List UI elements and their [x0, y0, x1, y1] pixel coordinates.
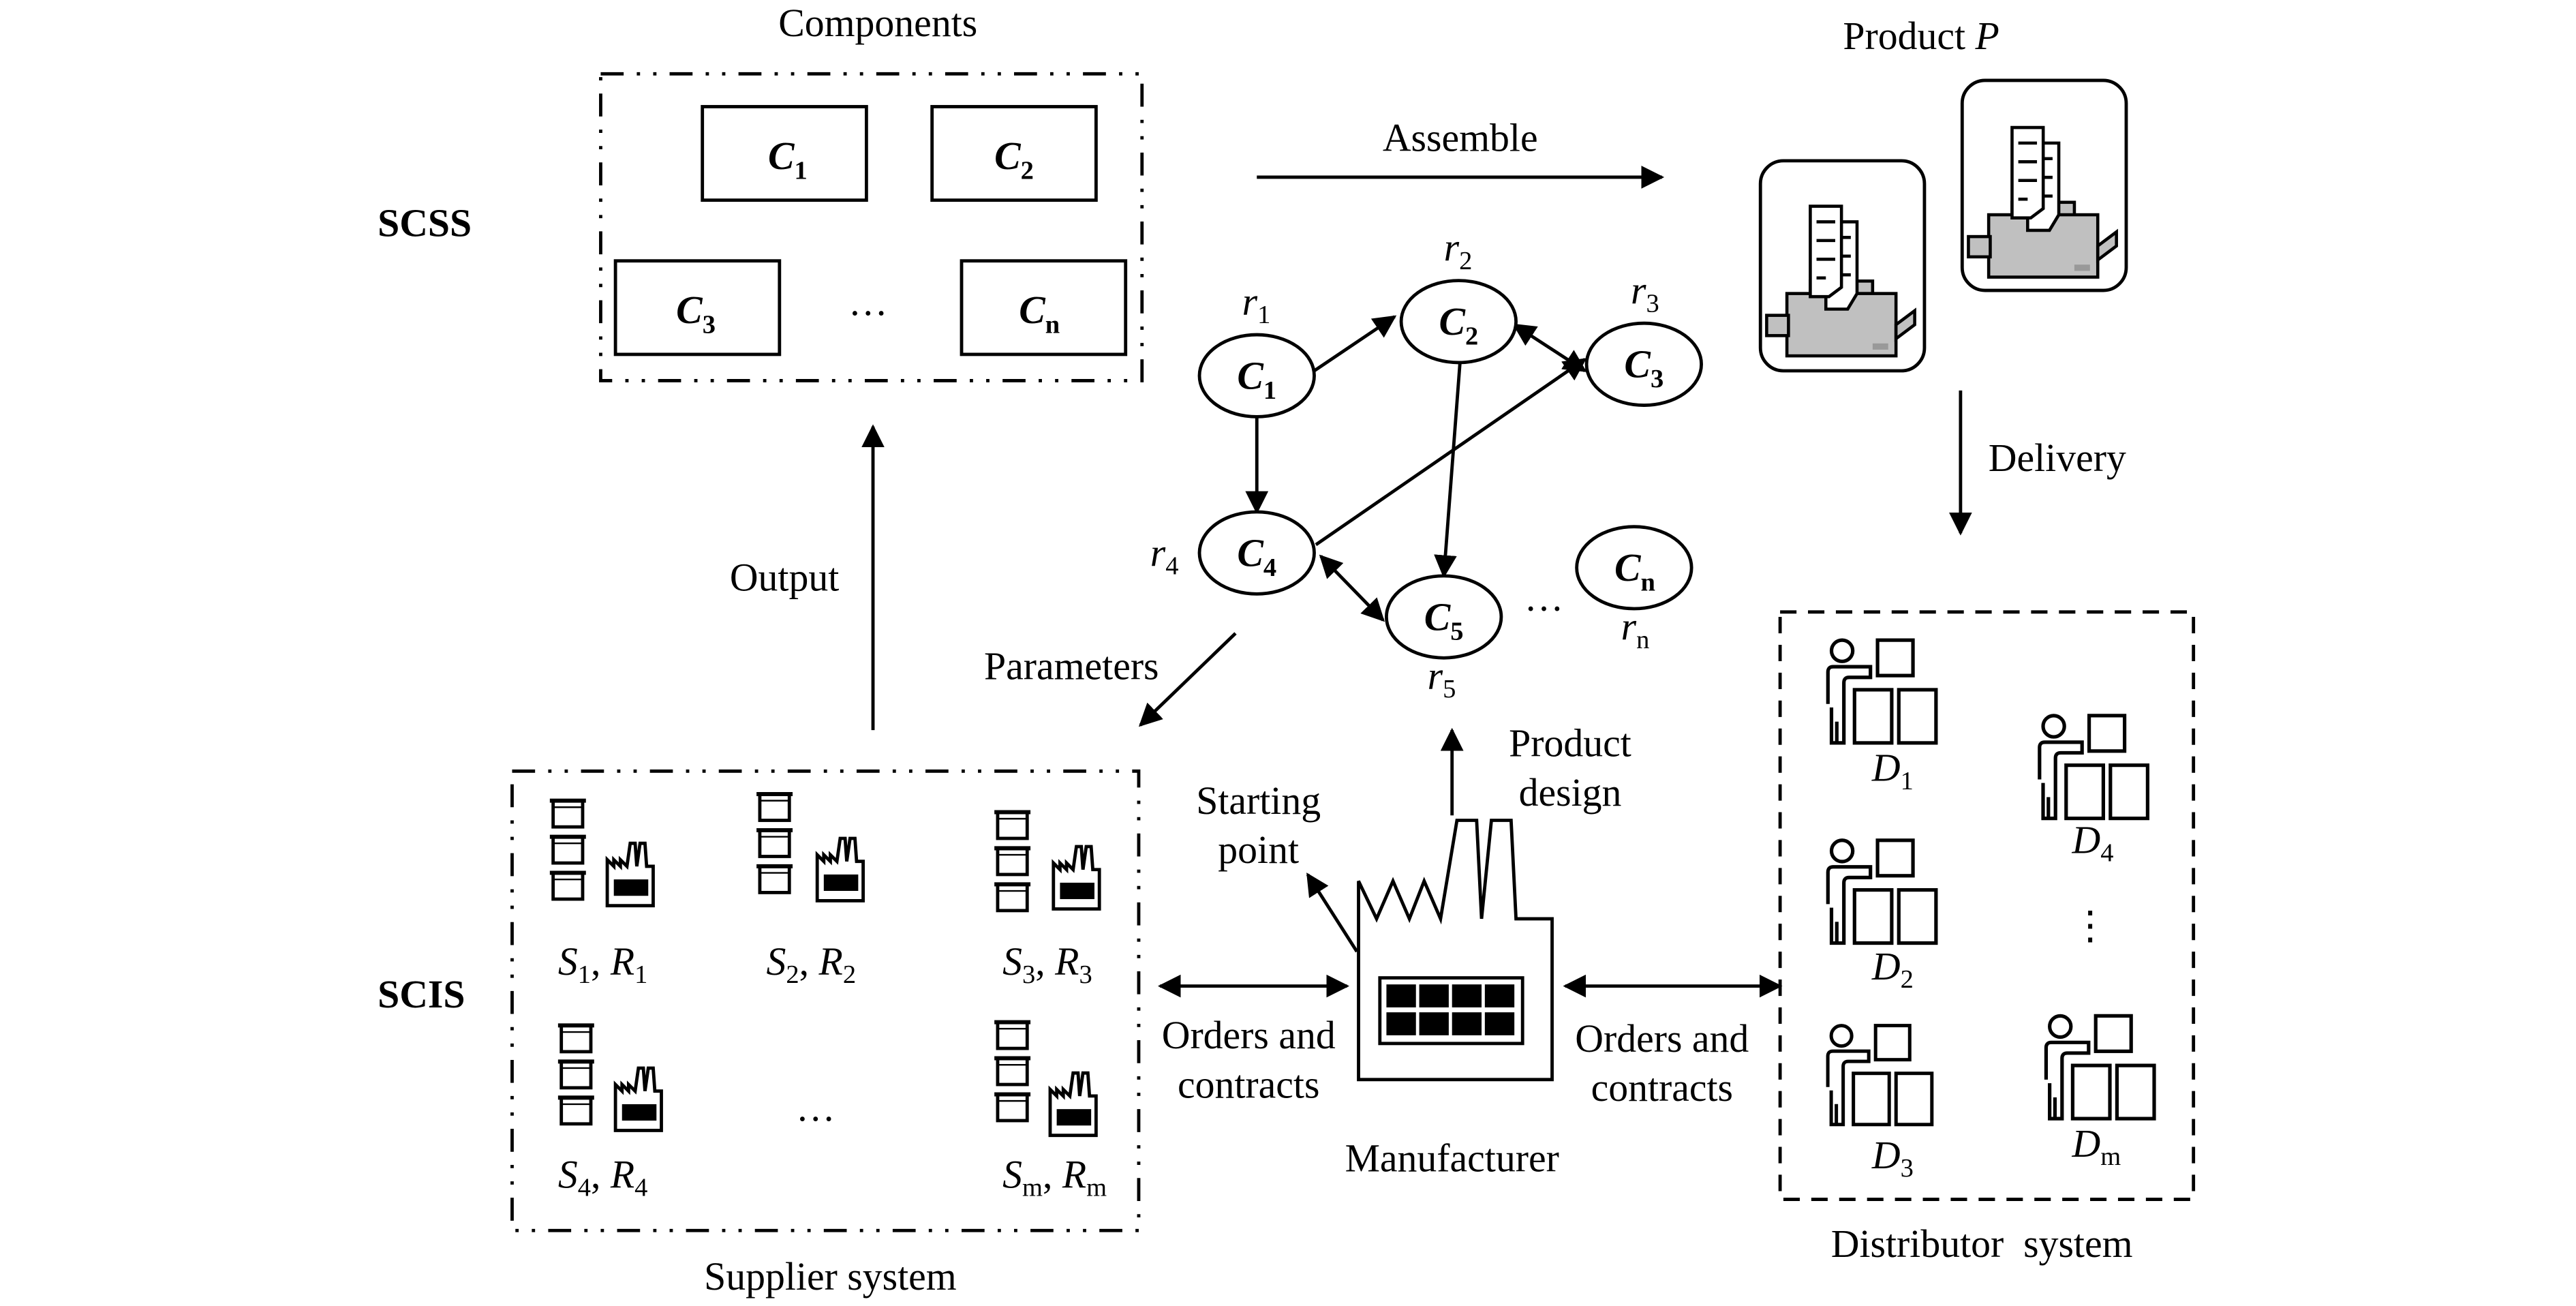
parameters-arrow	[1138, 632, 1237, 727]
crates-icon	[558, 1025, 594, 1123]
svg-text:r2: r2	[1444, 227, 1473, 275]
distributor-d2[interactable]: D2	[1828, 840, 1936, 994]
manufacturer[interactable]: Manufacturer	[1345, 819, 1559, 1181]
svg-text:r1: r1	[1242, 281, 1271, 329]
svg-text:D2: D2	[1871, 945, 1914, 994]
distributor-icon	[2046, 1016, 2154, 1119]
factory-icon	[1357, 819, 1554, 1082]
output-label: Output	[730, 557, 839, 600]
svg-text:C3: C3	[1624, 344, 1663, 393]
svg-text:C2: C2	[1439, 301, 1478, 350]
product-card-1[interactable]	[1758, 159, 1927, 373]
svg-text:S3, R3: S3, R3	[1002, 941, 1092, 989]
distributor-icon	[1828, 1026, 1932, 1125]
assemble-label: Assemble	[1383, 117, 1538, 160]
distributor-d4[interactable]: D4	[2040, 716, 2148, 868]
component-box-c1[interactable]: C1	[701, 105, 868, 202]
components-title: Components	[778, 2, 977, 45]
svg-text:S1, R1: S1, R1	[558, 941, 648, 989]
crates-icon	[994, 1022, 1030, 1121]
svg-text:D1: D1	[1871, 747, 1914, 795]
edge-c4-c5	[1319, 554, 1385, 622]
network-node-cn[interactable]: Cn rn	[1575, 525, 1693, 654]
distributor-icon	[2040, 716, 2148, 819]
distributor-ellipsis: ⋮	[2070, 905, 2110, 947]
factory-icon	[615, 1068, 661, 1130]
svg-text:C3: C3	[676, 289, 716, 339]
network-node-c1[interactable]: C1 r1	[1197, 281, 1316, 419]
parameters-label: Parameters	[984, 646, 1159, 688]
supplier-system-panel	[510, 769, 1141, 1232]
distributor-system-panel	[1778, 610, 2196, 1201]
svg-text:S4, R4: S4, R4	[558, 1154, 648, 1202]
factory-icon	[1050, 1073, 1096, 1135]
svg-text:Sm, Rm: Sm, Rm	[1002, 1154, 1107, 1202]
svg-text:Cn: Cn	[1614, 547, 1655, 596]
component-box-cn[interactable]: Cn	[960, 259, 1128, 356]
distributor-d1[interactable]: D1	[1828, 640, 1936, 795]
product-title: Product P	[1843, 15, 1999, 58]
distributor-dm[interactable]: Dm	[2046, 1016, 2154, 1171]
scss-label: SCSS	[378, 202, 472, 245]
network-node-c3[interactable]: C3 r3	[1584, 269, 1703, 407]
distributor-icon	[1828, 840, 1936, 943]
supplier-system-title: Supplier system	[704, 1256, 957, 1299]
supplier-sm[interactable]: Sm, Rm	[994, 1022, 1107, 1202]
svg-text:r4: r4	[1150, 532, 1179, 580]
edge-c2-c3	[1512, 323, 1587, 373]
edge-c2-c5	[1434, 359, 1462, 579]
factory-icon	[817, 838, 863, 900]
distributor-system-title: Distributor system	[1831, 1223, 2133, 1266]
svg-text:D3: D3	[1871, 1134, 1914, 1183]
network-node-c5[interactable]: C5 r5	[1385, 574, 1503, 703]
components-panel	[599, 72, 1144, 382]
component-box-c2[interactable]: C2	[930, 105, 1098, 202]
svg-text:D4: D4	[2072, 819, 2114, 868]
svg-text:C1: C1	[768, 135, 808, 185]
distributor-icon	[1828, 640, 1936, 743]
svg-text:rn: rn	[1621, 606, 1650, 654]
svg-text:C4: C4	[1237, 532, 1276, 581]
supplier-s3[interactable]: S3, R3	[994, 812, 1099, 989]
svg-text:r3: r3	[1631, 269, 1659, 318]
edge-c4-c3	[1315, 358, 1587, 547]
supplier-ellipsis: …	[796, 1087, 835, 1129]
supplier-s2[interactable]: S2, R2	[756, 794, 863, 989]
crates-icon	[756, 794, 793, 892]
network-node-c2[interactable]: C2 r2	[1399, 227, 1518, 365]
network-edges	[1245, 315, 1587, 622]
scis-label: SCIS	[378, 973, 465, 1016]
component-box-c3[interactable]: C3	[613, 259, 782, 356]
supplier-s4[interactable]: S4, R4	[558, 1025, 662, 1202]
crates-icon	[994, 812, 1030, 910]
delivery-label: Delivery	[1989, 437, 2126, 480]
starting-point-arrow	[1306, 872, 1359, 953]
svg-text:r5: r5	[1428, 655, 1456, 703]
svg-text:C2: C2	[994, 135, 1034, 185]
product-card-2[interactable]	[1960, 78, 2128, 292]
svg-text:C1: C1	[1237, 354, 1276, 404]
factory-icon	[1054, 847, 1099, 909]
network-node-c4[interactable]: C4 r4	[1150, 510, 1316, 596]
components-ellipsis: …	[848, 281, 888, 324]
crates-icon	[550, 801, 586, 899]
distributor-d3[interactable]: D3	[1828, 1026, 1932, 1183]
edge-c1-c2	[1313, 315, 1397, 372]
supplier-s1[interactable]: S1, R1	[550, 801, 654, 989]
factory-icon	[607, 843, 653, 905]
network-ellipsis: …	[1524, 576, 1564, 619]
svg-text:S2, R2: S2, R2	[767, 941, 857, 989]
svg-text:Dm: Dm	[2072, 1123, 2121, 1171]
manufacturer-title: Manufacturer	[1345, 1138, 1559, 1181]
svg-text:C5: C5	[1424, 596, 1464, 646]
svg-text:Cn: Cn	[1019, 289, 1060, 339]
